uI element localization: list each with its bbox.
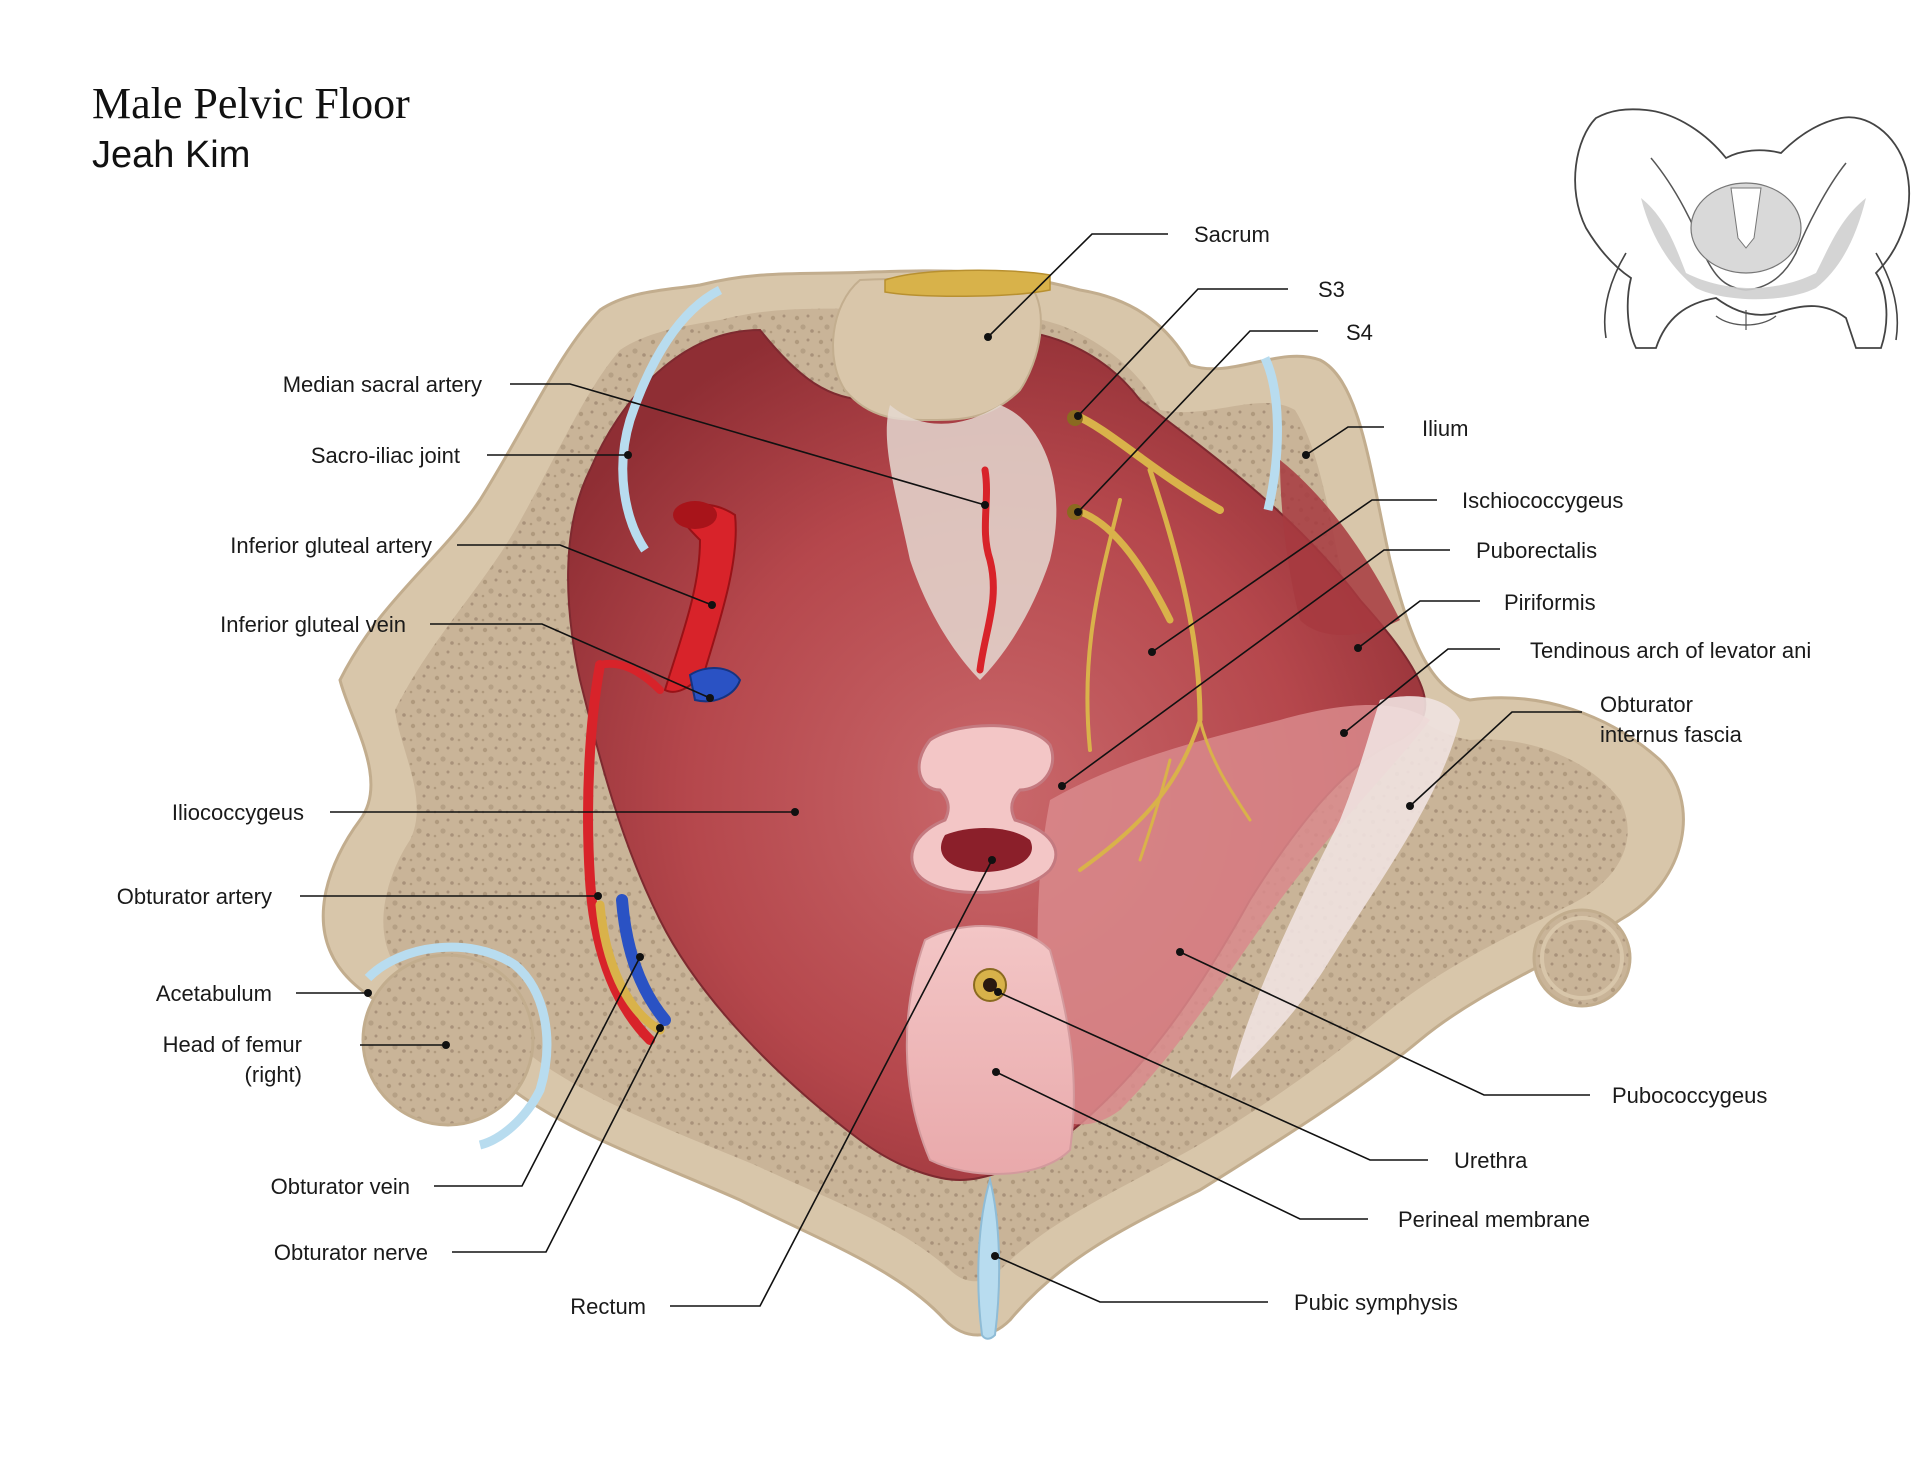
- obturator-internus-fascia: [1230, 696, 1460, 1080]
- page-title: Male Pelvic Floor: [92, 79, 410, 128]
- pubococcygeus-muscle: [1037, 705, 1430, 1125]
- label-median-sacral-artery: Median sacral artery: [283, 372, 482, 397]
- label-pubic-symphysis: Pubic symphysis: [1294, 1290, 1458, 1315]
- perineal-membrane: [905, 925, 1075, 1175]
- median-sacral-artery: [976, 466, 997, 674]
- label-iliococcygeus: Iliococcygeus: [172, 800, 304, 825]
- label-urethra: Urethra: [1454, 1148, 1528, 1173]
- head-of-femur-right: [361, 942, 552, 1150]
- label-ilium: Ilium: [1422, 416, 1468, 441]
- label-obturator-internus-fascia-1: Obturator: [1600, 692, 1693, 717]
- sacro-iliac-joint-right: [1260, 356, 1282, 512]
- label-ischiococcygeus: Ischiococcygeus: [1462, 488, 1623, 513]
- sacrum-cartilage: [884, 269, 1051, 298]
- label-obturator-vein: Obturator vein: [271, 1174, 410, 1199]
- obturator-vein: [616, 894, 671, 1026]
- obturator-artery-branch: [596, 659, 664, 694]
- label-rectum: Rectum: [570, 1294, 646, 1319]
- pelvis-orientation-thumbnail: [1574, 108, 1910, 349]
- label-puborectalis: Puborectalis: [1476, 538, 1597, 563]
- label-piriformis: Piriformis: [1504, 590, 1596, 615]
- head-of-femur-left: [1532, 908, 1632, 1008]
- rectum: [910, 724, 1058, 894]
- label-sacrum: Sacrum: [1194, 222, 1270, 247]
- label-tendinous-arch: Tendinous arch of levator ani: [1530, 638, 1811, 663]
- coccyx-membrane: [886, 405, 1057, 680]
- urethra: [973, 968, 1007, 1002]
- label-obturator-internus-fascia-2: internus fascia: [1600, 722, 1743, 747]
- leader-lines: [296, 233, 1590, 1307]
- label-obturator-artery: Obturator artery: [117, 884, 272, 909]
- author-name: Jeah Kim: [92, 134, 251, 176]
- sacro-iliac-joint: [618, 285, 723, 553]
- obturator-artery: [583, 660, 655, 1045]
- label-inferior-gluteal-artery: Inferior gluteal artery: [230, 533, 432, 558]
- label-perineal-membrane: Perineal membrane: [1398, 1207, 1590, 1232]
- label-sacro-iliac-joint: Sacro-iliac joint: [311, 443, 460, 468]
- label-pubococcygeus: Pubococcygeus: [1612, 1083, 1767, 1108]
- label-s4: S4: [1346, 320, 1373, 345]
- label-head-of-femur-2: (right): [245, 1062, 302, 1087]
- piriformis-muscle: [1280, 460, 1400, 635]
- label-acetabulum: Acetabulum: [156, 981, 272, 1006]
- inferior-gluteal-vein: [688, 667, 742, 703]
- labels: Sacrum S3 S4 Median sacral artery Sacro-…: [117, 222, 1812, 1319]
- label-head-of-femur-1: Head of femur: [163, 1032, 302, 1057]
- inferior-gluteal-artery: [663, 503, 737, 693]
- sacrum-body: [832, 277, 1042, 422]
- artery-lumen: [673, 501, 717, 529]
- obturator-nerve: [595, 900, 665, 1035]
- pubic-symphysis: [977, 1176, 1001, 1340]
- label-inferior-gluteal-vein: Inferior gluteal vein: [220, 612, 406, 637]
- label-s3: S3: [1318, 277, 1345, 302]
- label-obturator-nerve: Obturator nerve: [274, 1240, 428, 1265]
